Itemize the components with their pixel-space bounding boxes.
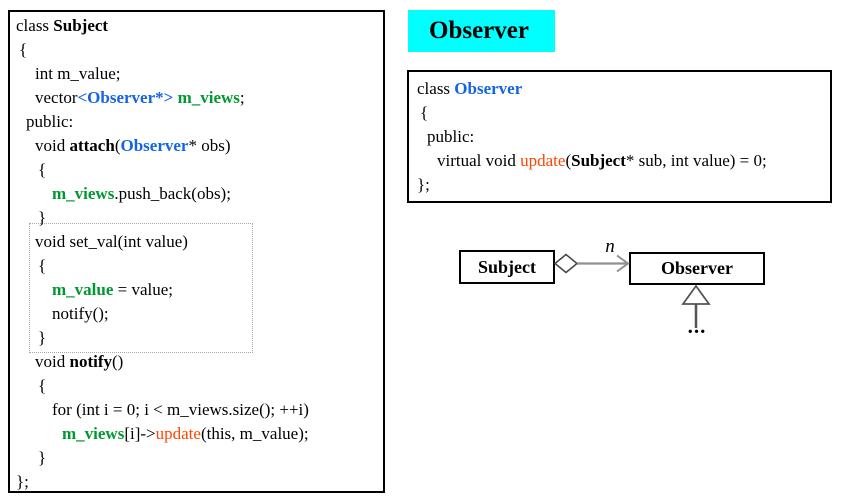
code-line: virtual void update(Subject* sub, int va… xyxy=(437,151,767,170)
multiplicity-label: n xyxy=(605,236,615,257)
code-line: } xyxy=(38,328,47,347)
inheritance-triangle-icon xyxy=(681,284,711,305)
code-line: { xyxy=(38,376,47,395)
code-line: }; xyxy=(417,175,430,194)
uml-observer-box: Observer xyxy=(629,252,765,285)
set-val-highlight-box xyxy=(29,223,253,353)
code-line: class Subject xyxy=(16,16,109,35)
code-line: { xyxy=(19,40,28,59)
observer-class-code-panel: class Observer { public: virtual void updat… xyxy=(407,70,832,203)
subclasses-ellipsis: ... xyxy=(687,314,707,338)
code-line: { xyxy=(38,160,47,179)
code-line: void set_val(int value) xyxy=(35,232,188,251)
code-line: } xyxy=(38,208,47,227)
code-line: int m_value; xyxy=(35,64,121,83)
code-line: }; xyxy=(16,472,29,491)
code-line: { xyxy=(38,256,47,275)
code-line: public: xyxy=(26,112,74,131)
aggregation-diamond-icon xyxy=(553,253,579,274)
code-line: vector<Observer*> m_views; xyxy=(35,88,245,107)
subject-class-code-panel: class Subject { int m_value; vector<Observe… xyxy=(8,10,385,493)
code-line: class Observer xyxy=(417,79,523,98)
code-line: { xyxy=(420,103,429,122)
observer-code-lines: class Observer { public: virtual void updat… xyxy=(409,77,830,197)
code-line: void attach(Observer* obs) xyxy=(35,136,231,155)
code-line: notify(); xyxy=(52,304,109,323)
code-line: } xyxy=(38,448,47,467)
uml-connectors xyxy=(553,253,711,328)
code-line: void notify() xyxy=(35,352,124,371)
code-line: m_views[i]->update(this, m_value); xyxy=(62,424,309,443)
code-line: public: xyxy=(427,127,475,146)
code-line: m_value = value; xyxy=(52,280,174,299)
code-line: m_views.push_back(obs); xyxy=(52,184,231,203)
subject-code-lines: class Subject { int m_value; vector<Observe… xyxy=(10,14,383,494)
open-arrowhead-icon xyxy=(616,254,630,273)
uml-subject-box: Subject xyxy=(459,250,555,284)
slide-title: Observer xyxy=(408,10,555,52)
code-line: for (int i = 0; i < m_views.size(); ++i) xyxy=(52,400,309,419)
